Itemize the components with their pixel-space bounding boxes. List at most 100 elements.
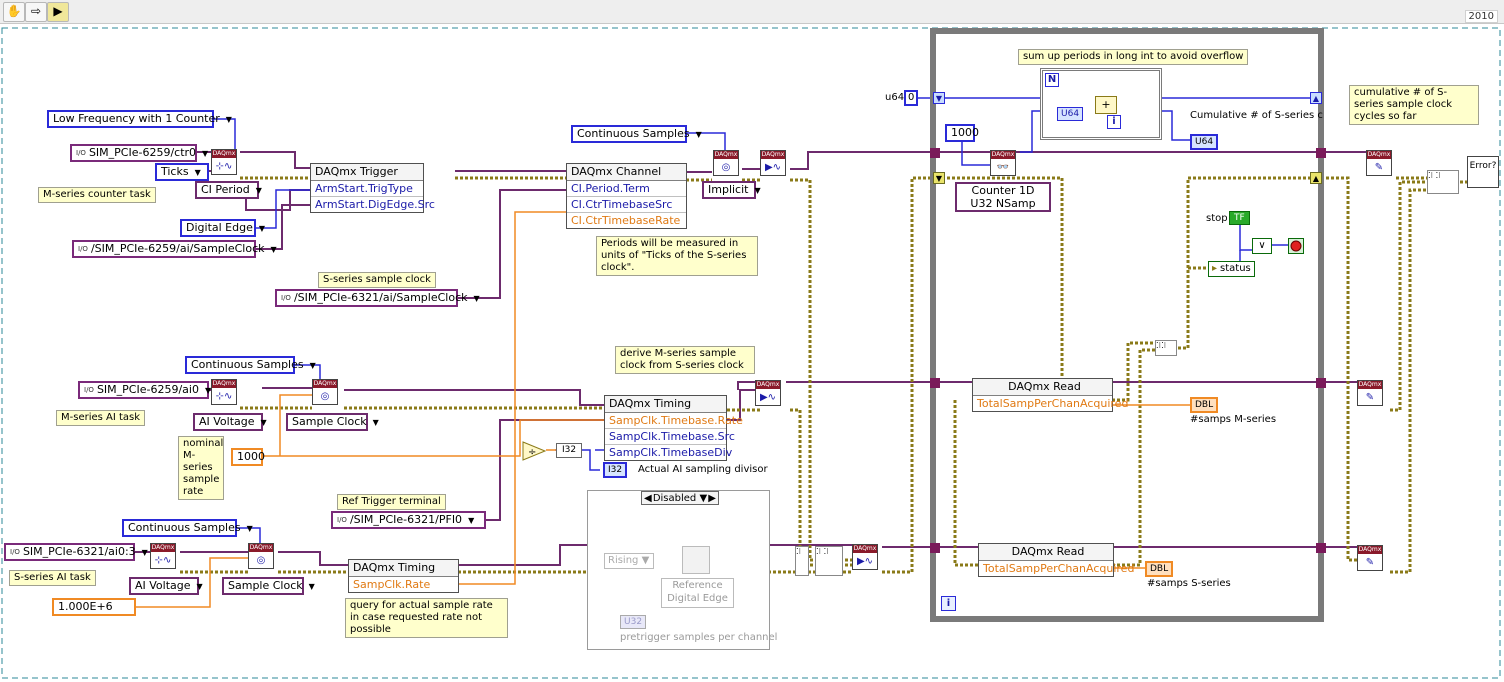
implicit-constant[interactable]: Implicit▼ <box>702 181 761 199</box>
ai-voltage-text-1: AI Voltage <box>199 415 255 428</box>
daqmx-start-icon-1[interactable]: DAQmx▶∿ <box>760 150 786 176</box>
simple-error-handler-icon[interactable]: Error? <box>1467 156 1499 188</box>
daqmx-channel-node[interactable]: DAQmx Channel CI.Period.Term CI.CtrTimeb… <box>566 163 687 229</box>
continuous-samples-constant-1[interactable]: Continuous Samples▼ <box>571 125 702 143</box>
sample-clock-constant-2[interactable]: Sample Clock▼ <box>222 577 315 595</box>
stop-terminal[interactable] <box>1288 238 1304 254</box>
query-rate-note: query for actual sample rate in case req… <box>345 598 508 638</box>
tunnel-m-in <box>930 378 940 388</box>
for-loop: N U64 + i <box>1040 68 1162 140</box>
run-icon[interactable]: ▶ <box>47 2 69 22</box>
daqmx-timing-icon-1[interactable]: DAQmx◎ <box>713 150 739 176</box>
i32-indicator: I32 <box>603 462 628 478</box>
implicit-text: Implicit <box>708 183 749 196</box>
disabled-case-selector[interactable]: ◀Disabled ▼▶ <box>641 491 719 505</box>
daqmx-timing-icon-2[interactable]: DAQmx◎ <box>312 379 338 405</box>
u64-indicator: U64 <box>1190 134 1219 150</box>
merge-errors-node-1[interactable]: ⁚⁝ ⁚⁝ <box>815 546 843 576</box>
tunnel-counter-in <box>930 148 940 158</box>
pfi0-constant[interactable]: I/O/SIM_PCIe-6321/PFI0▼ <box>331 511 486 529</box>
daqmx-read-m-title: DAQmx Read <box>973 379 1112 396</box>
m-sample-clock-text: /SIM_PCIe-6259/ai/SampleClock <box>90 242 265 255</box>
channel-row-timebase-rate[interactable]: CI.CtrTimebaseRate <box>571 214 681 227</box>
add-function[interactable]: + <box>1095 96 1117 114</box>
merge-errors-node-3[interactable]: ⁚⁝ ⁚⁝ <box>1427 170 1459 194</box>
daqmx-create-counter-icon[interactable]: DAQmx⊹∿ <box>211 149 237 175</box>
ai-voltage-constant-2[interactable]: AI Voltage▼ <box>129 577 203 595</box>
channel-row-timebase-src[interactable]: CI.CtrTimebaseSrc <box>567 197 686 213</box>
or-function[interactable]: ∨ <box>1252 238 1272 254</box>
timing-s-row-rate[interactable]: SampClk.Rate <box>353 578 431 591</box>
unbundle-status[interactable]: ▸status <box>1208 261 1255 277</box>
continuous-samples-constant-2[interactable]: Continuous Samples▼ <box>185 356 316 374</box>
s-ai-text: SIM_PCIe-6321/ai0:3 <box>22 545 136 558</box>
nominal-rate-note: nominal M-series sample rate <box>178 436 224 500</box>
daqmx-read-counter-icon[interactable]: DAQmx👓 <box>990 150 1016 176</box>
daqmx-start-icon-2[interactable]: DAQmx▶∿ <box>755 380 781 406</box>
daqmx-timing-icon-3[interactable]: DAQmx◎ <box>248 543 274 569</box>
zero-constant[interactable]: 0 <box>904 90 918 106</box>
rate-1e6-constant[interactable]: 1.000E+6 <box>52 598 136 616</box>
ticks-constant[interactable]: Ticks▼ <box>155 163 209 181</box>
divide-function[interactable]: ÷ <box>522 441 547 461</box>
ai-voltage-constant-1[interactable]: AI Voltage▼ <box>193 413 267 431</box>
counter-read-constant[interactable]: Counter 1D U32 NSamp <box>955 182 1051 212</box>
daqmx-clear-icon-3[interactable]: DAQmx✎ <box>1357 545 1383 571</box>
n-1000-constant[interactable]: 1000 <box>945 124 979 142</box>
stop-boolean-constant[interactable]: TF <box>1229 211 1250 225</box>
channel-row-period-term[interactable]: CI.Period.Term <box>567 181 686 197</box>
sample-clock-constant-1[interactable]: Sample Clock▼ <box>286 413 379 431</box>
to-u64-function[interactable]: U64 <box>1057 107 1084 121</box>
s-sample-clock-constant[interactable]: I/O/SIM_PCIe-6321/ai/SampleClock▼ <box>275 289 480 307</box>
daqmx-read-m-node[interactable]: DAQmx Read TotalSampPerChanAcquired <box>972 378 1129 412</box>
merge-errors-left[interactable]: ⁚⁝ <box>795 546 809 576</box>
for-loop-iteration-terminal: i <box>1107 115 1121 129</box>
daqmx-start-icon-3[interactable]: DAQmx▶∿ <box>852 544 878 570</box>
timing-m-row-timebase-div[interactable]: SampClk.TimebaseDiv <box>609 446 733 459</box>
read-m-row-total[interactable]: TotalSampPerChanAcquired <box>977 397 1129 410</box>
daqmx-timing-m-node[interactable]: DAQmx Timing SampClk.Timebase.Rate SampC… <box>604 395 743 461</box>
timing-m-row-timebase-src[interactable]: SampClk.Timebase.Src <box>605 429 735 445</box>
derive-clock-note: derive M-series sample clock from S-seri… <box>615 346 755 374</box>
rate-1000-constant[interactable]: 1000 <box>231 448 265 466</box>
daqmx-timing-s-node[interactable]: DAQmx Timing SampClk.Rate <box>348 559 459 593</box>
ref-digital-edge-constant: Reference Digital Edge <box>661 578 734 608</box>
ticks-text: Ticks <box>161 165 189 178</box>
while-loop <box>930 28 1324 622</box>
continuous-samples-constant-3[interactable]: Continuous Samples▼ <box>122 519 253 537</box>
arrow-icon[interactable]: ⇨ <box>25 2 47 22</box>
shift-register-left[interactable]: ▼ <box>933 92 945 104</box>
tunnel-s-in <box>930 543 940 553</box>
disabled-text: Disabled <box>652 493 697 504</box>
daqmx-clear-icon-2[interactable]: DAQmx✎ <box>1357 380 1383 406</box>
digital-edge-constant[interactable]: Digital Edge▼ <box>180 219 265 237</box>
trigger-row-digedge-src[interactable]: ArmStart.DigEdge.Src <box>315 198 435 211</box>
shift-register-right[interactable]: ▲ <box>1310 92 1322 104</box>
m-ai0-text: SIM_PCIe-6259/ai0 <box>96 383 199 396</box>
samps-m-label: #samps M-series <box>1190 414 1277 425</box>
to-i32-function[interactable]: I32 <box>556 443 582 458</box>
read-s-row-total[interactable]: TotalSampPerChanAcquired <box>983 562 1135 575</box>
daqmx-clear-icon-1[interactable]: DAQmx✎ <box>1366 150 1392 176</box>
m-sample-clock-constant[interactable]: I/O/SIM_PCIe-6259/ai/SampleClock▼ <box>72 240 277 258</box>
hand-tool-icon[interactable]: ✋ <box>3 2 25 22</box>
timing-m-row-timebase-rate[interactable]: SampClk.Timebase.Rate <box>605 413 743 429</box>
low-frequency-constant[interactable]: Low Frequency with 1 Counter▼ <box>47 110 232 128</box>
s-ai-task-note: S-series AI task <box>9 570 96 586</box>
daqmx-create-ai-icon-2[interactable]: DAQmx⊹∿ <box>150 543 176 569</box>
error-shift-register-right[interactable]: ▲ <box>1310 172 1322 184</box>
error-shift-register-left[interactable]: ▼ <box>933 172 945 184</box>
daqmx-trigger-disabled-icon <box>682 546 710 574</box>
samps-s-label: #samps S-series <box>1147 578 1231 589</box>
daqmx-read-s-node[interactable]: DAQmx Read TotalSampPerChanAcquired <box>978 543 1135 577</box>
merge-errors-node-2[interactable]: ⁚⁝⁚⁝ <box>1155 340 1177 356</box>
daqmx-timing-m-title: DAQmx Timing <box>605 396 726 413</box>
daqmx-create-ai-icon-1[interactable]: DAQmx⊹∿ <box>211 379 237 405</box>
u32-constant: U32 <box>620 615 647 629</box>
daqmx-trigger-node[interactable]: DAQmx Trigger ArmStart.TrigType ArmStart… <box>310 163 435 213</box>
trigger-row-trigtype[interactable]: ArmStart.TrigType <box>311 181 423 197</box>
ci-period-constant[interactable]: CI Period▼ <box>195 181 262 199</box>
